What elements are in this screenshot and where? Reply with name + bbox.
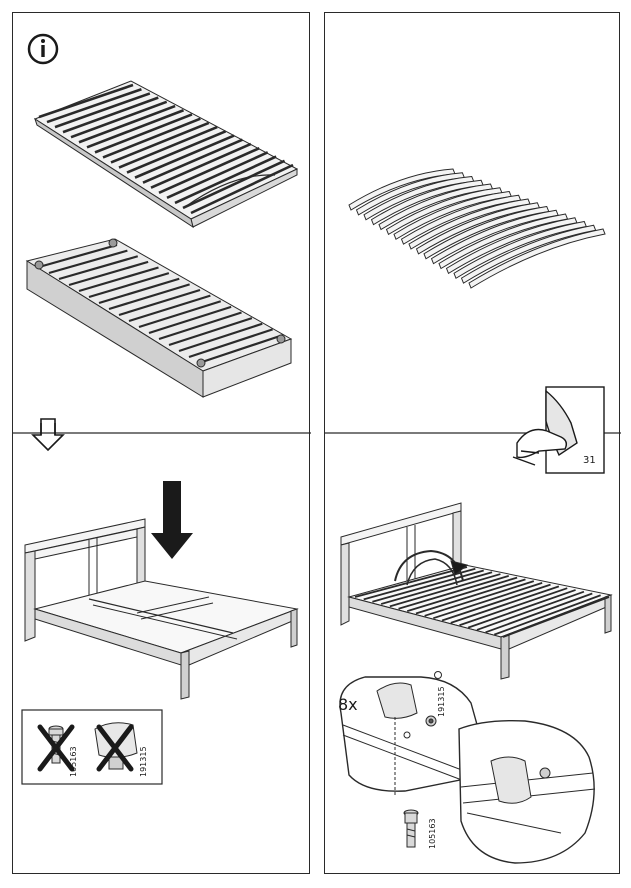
slat-line [70, 100, 168, 139]
bolt-icon [403, 809, 419, 848]
slat-line [433, 582, 543, 620]
slat-line [108, 283, 190, 311]
slat-line [142, 138, 243, 184]
slat-line [38, 243, 118, 269]
slat-line [415, 578, 526, 615]
part-code-label: 105163 [69, 746, 78, 777]
slat-line [158, 311, 242, 341]
slat-line [86, 109, 184, 149]
slat-line [441, 583, 551, 622]
slat-line [38, 83, 134, 119]
slat-line [389, 573, 501, 608]
left-panel-drawing [13, 33, 311, 785]
slat [468, 228, 606, 289]
slat-line [118, 288, 201, 317]
slat-line [138, 300, 222, 329]
slat-line [128, 294, 211, 323]
box-frame-illustration [25, 238, 293, 398]
bracket-detail-illustration [339, 676, 596, 864]
slat-line [502, 596, 610, 638]
slat-line [467, 589, 576, 629]
slat-line [190, 163, 294, 215]
slat-line [188, 328, 273, 359]
bed-frame-illustration [24, 518, 299, 700]
slat-line [174, 155, 277, 205]
slat-line [198, 333, 284, 365]
loose-slats-illustration [348, 168, 606, 289]
slat-line [380, 571, 493, 605]
slat-line [476, 590, 585, 631]
quantity-label: 8x [338, 695, 358, 714]
slat-line [94, 113, 193, 154]
slat-line [78, 104, 176, 144]
slat-line [150, 142, 252, 189]
left-panel: 105163 191315 [12, 12, 311, 874]
slat-line [148, 305, 232, 335]
right-panel-drawing: 31 [325, 168, 621, 864]
slat-line [178, 322, 263, 353]
slat-line [493, 594, 601, 636]
slat-line [166, 151, 269, 200]
slat-line [102, 117, 201, 159]
slat-line [78, 266, 159, 293]
slat-line [424, 580, 535, 617]
slat-line [398, 574, 510, 610]
part-code-label: 191315 [139, 746, 148, 777]
slat-line [134, 134, 235, 179]
down-arrow-outline-icon [31, 418, 65, 452]
slat-line [406, 576, 518, 612]
down-arrow-icon [151, 481, 193, 559]
slat-line [168, 317, 253, 347]
slat-line [110, 121, 210, 164]
info-circle-icon [27, 33, 59, 65]
slat-line [88, 272, 170, 299]
slat-line [46, 87, 142, 124]
slat-line [68, 260, 149, 287]
right-panel: 31 [324, 12, 621, 874]
slat-line [158, 146, 260, 194]
slat-line [98, 277, 180, 305]
slat-line [485, 592, 593, 634]
slat-line [459, 587, 568, 627]
slat-line [54, 92, 151, 129]
slat-line [450, 585, 560, 624]
slat-line [48, 249, 128, 275]
turn-page-hand-icon [512, 386, 605, 474]
slat-line [58, 255, 139, 281]
cross-out-icon [37, 724, 75, 772]
part-code-label: 191315 [437, 686, 446, 717]
bed-with-slats-illustration [340, 502, 613, 680]
slatted-base-illustration [33, 80, 299, 229]
slat-line [182, 159, 286, 210]
slat-line [118, 125, 218, 169]
page-ref-number: 31 [583, 455, 596, 466]
cross-out-icon [96, 724, 134, 772]
slat-line [62, 96, 159, 134]
slat-line [372, 569, 484, 603]
slat-line [126, 130, 227, 174]
slat-line [354, 566, 468, 598]
part-code-label: 105163 [428, 818, 437, 849]
caution-box [21, 709, 163, 785]
